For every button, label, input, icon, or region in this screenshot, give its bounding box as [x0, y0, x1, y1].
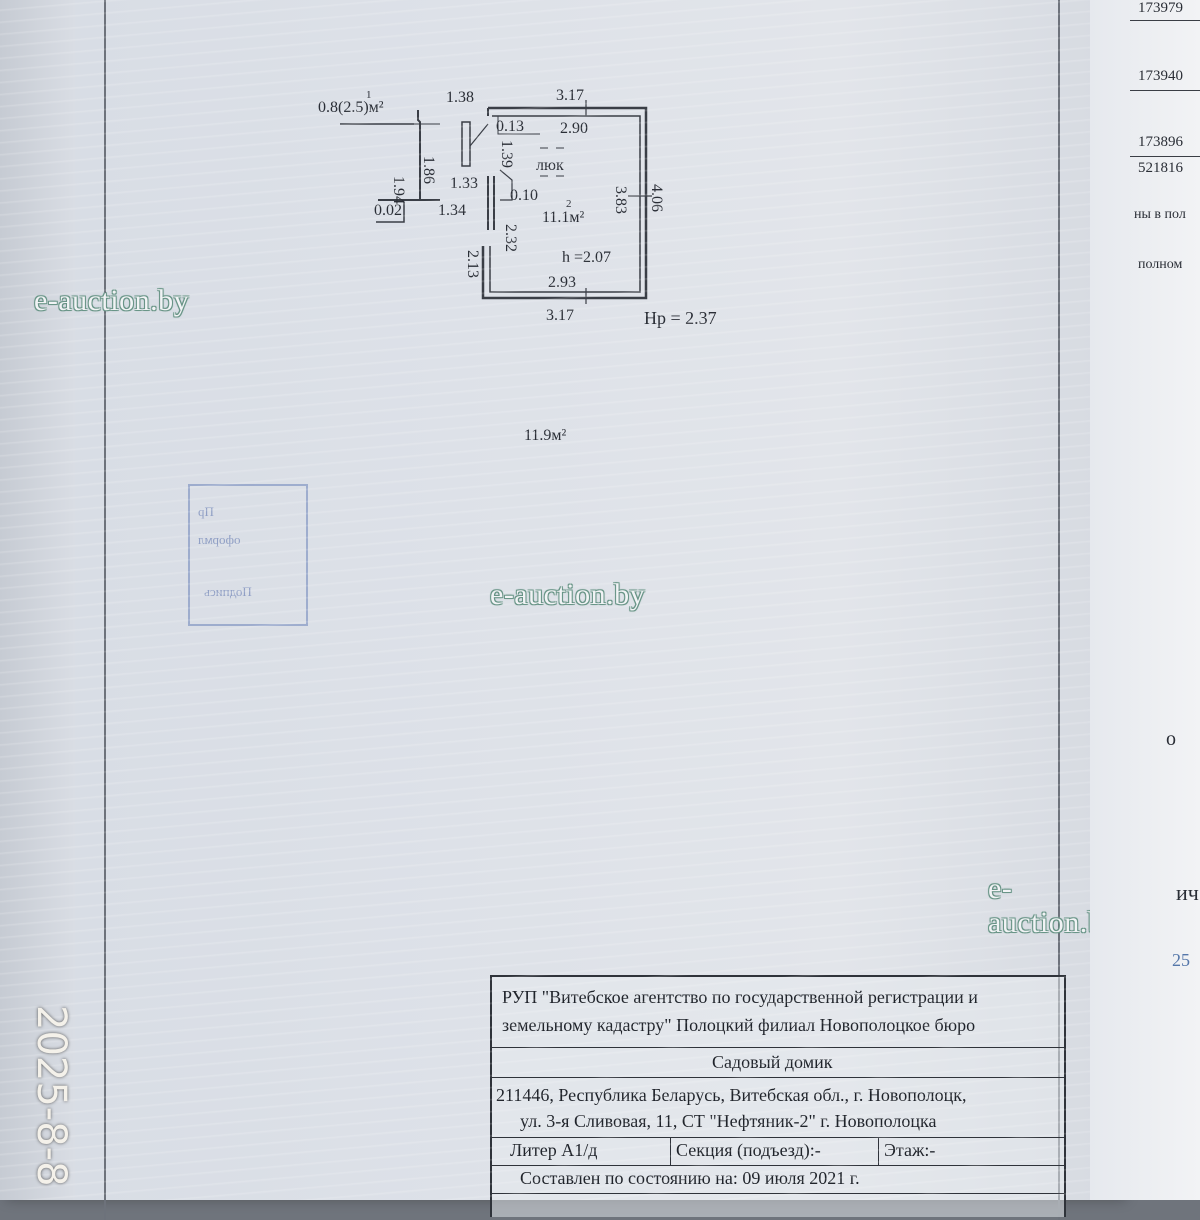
- room-index-label: 2: [566, 198, 572, 210]
- adjacent-text-1: ны в пол: [1134, 207, 1186, 222]
- hp-label: Нр = 2.37: [644, 308, 717, 328]
- hatch-label: люк: [536, 157, 564, 174]
- dim-bottom-outer: 3.17: [546, 307, 574, 324]
- address-line-2: ул. 3-я Сливовая, 11, СТ "Нефтяник-2" г.…: [520, 1111, 937, 1131]
- total-area-label: 11.9м²: [524, 427, 567, 444]
- floor-label: Этаж:-: [884, 1140, 936, 1160]
- dim-3-83: 3.83: [612, 186, 629, 214]
- room-height-label: h =2.07: [562, 249, 611, 266]
- watermark-2: e-auction.by: [490, 578, 646, 611]
- dim-1-38: 1.38: [446, 89, 474, 106]
- dim-bottom-inner: 2.93: [548, 274, 576, 291]
- dim-1-34: 1.34: [438, 202, 466, 219]
- dim-2-32: 2.32: [502, 224, 519, 252]
- adjacent-text-2: полном: [1138, 257, 1183, 272]
- dim-top-outer: 3.17: [556, 87, 584, 104]
- porch-index-label: 1: [366, 89, 372, 101]
- room-area-label: 11.1м²: [542, 209, 585, 226]
- dim-top-inner: 2.90: [560, 120, 588, 137]
- title-block-address-row: 211446, Республика Беларусь, Витебская о…: [492, 1077, 1064, 1138]
- title-block-params-row: Литер А1/д Секция (подъезд):- Этаж:-: [492, 1137, 1064, 1166]
- stamp-line-2: оформл: [198, 532, 241, 547]
- stamp-line-1: Пр: [198, 504, 214, 519]
- dim-1-39: 1.39: [498, 140, 515, 168]
- object-name: Садовый домик: [712, 1052, 833, 1072]
- title-block: РУП "Витебское агентство по государствен…: [490, 975, 1066, 1217]
- adjacent-number-1: 173979: [1138, 0, 1183, 16]
- dim-0-10: 0.10: [510, 187, 538, 204]
- title-block-org-row: РУП "Витебское агентство по государствен…: [492, 977, 1064, 1048]
- liter-label: Литер А1/д: [510, 1140, 598, 1160]
- stamp-line-3: Подпись: [204, 584, 252, 599]
- org-line-2: земельному кадастру" Полоцкий филиал Нов…: [502, 1015, 976, 1035]
- drawing-frame: [104, 0, 1060, 1220]
- porch-area-label: 0.8(2.5)м²: [318, 99, 384, 116]
- adjacent-text-4: ич: [1176, 880, 1199, 905]
- title-block-object-row: Садовый домик: [492, 1047, 1064, 1078]
- address-line-1: 211446, Республика Беларусь, Витебская о…: [496, 1085, 967, 1105]
- adjacent-number-2: 173940: [1138, 68, 1183, 84]
- watermark-1: e-auction.by: [34, 284, 190, 317]
- dim-1-86: 1.86: [420, 156, 437, 184]
- composed-date: Составлен по состоянию на: 09 июля 2021 …: [520, 1168, 860, 1188]
- mirrored-stamp: Пр оформл Подпись: [188, 484, 308, 626]
- dim-2-13: 2.13: [464, 250, 481, 278]
- dim-1-94: 1.94: [390, 176, 407, 204]
- adjacent-page: 173979 173940 173896 521816 ны в пол пол…: [1090, 0, 1200, 1200]
- section-label: Секция (подъезд):-: [676, 1140, 821, 1160]
- photo-datestamp: 2025-8-8: [0, 1005, 74, 1187]
- page-binding: [0, 0, 75, 1200]
- document-sheet: 0.8(2.5)м² 1 1.38 3.17 2.90 0.13 1.94 1.…: [0, 0, 1120, 1220]
- dim-1-33: 1.33: [450, 175, 478, 192]
- org-line-1: РУП "Витебское агентство по государствен…: [502, 987, 978, 1007]
- dim-0-13: 0.13: [496, 118, 524, 135]
- floor-plan: 0.8(2.5)м² 1 1.38 3.17 2.90 0.13 1.94 1.…: [318, 87, 717, 444]
- adjacent-number-3: 173896: [1138, 134, 1183, 150]
- dim-4-06: 4.06: [648, 184, 665, 212]
- dim-0-02: 0.02: [374, 202, 402, 219]
- adjacent-number-4: 521816: [1138, 160, 1183, 176]
- adjacent-text-5: 25: [1172, 950, 1190, 970]
- title-block-date-row: Составлен по состоянию на: 09 июля 2021 …: [492, 1165, 1064, 1194]
- adjacent-text-3: о: [1166, 728, 1176, 750]
